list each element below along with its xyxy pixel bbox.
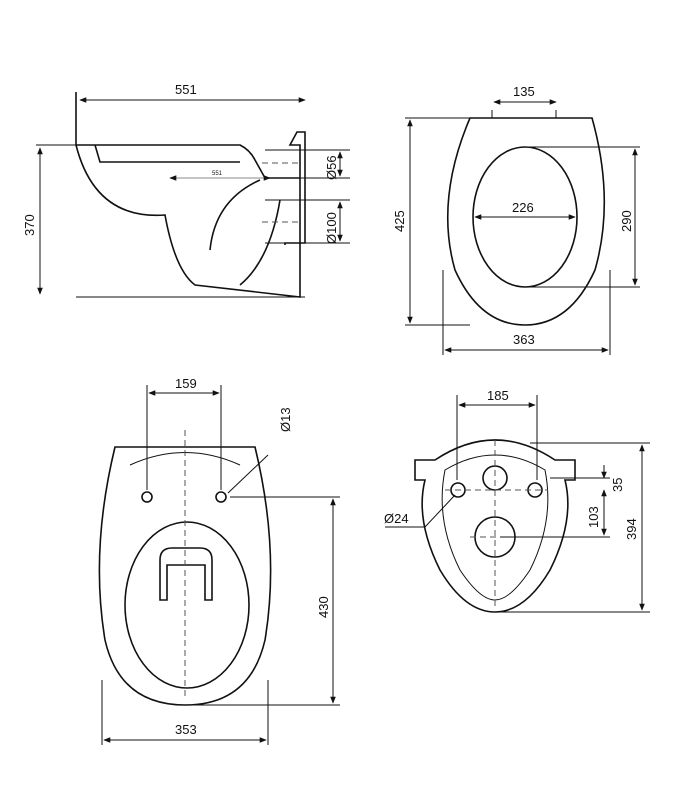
dim-bolt-hole: Ø24	[384, 511, 409, 526]
dim-mounting-spacing: 159	[175, 376, 197, 391]
dim-width: 353	[175, 722, 197, 737]
dim-hinge-spacing: 135	[513, 84, 535, 99]
dim-height: 370	[22, 214, 37, 236]
dim-depth-from-holes: 430	[316, 596, 331, 618]
dim-width: 363	[513, 332, 535, 347]
dim-mounting-hole: Ø13	[278, 407, 293, 432]
top-view: 159 Ø13 430 353	[98, 376, 340, 745]
dim-opening-width: 226	[512, 200, 534, 215]
dim-height: 394	[624, 518, 639, 540]
dim-inner-depth: 551	[212, 171, 223, 177]
back-view: 185 35 103 394 Ø24	[384, 388, 650, 613]
dim-length: 425	[392, 210, 407, 232]
dim-width: 551	[175, 82, 197, 97]
side-view: 551 370 551 Ø56 Ø100	[22, 82, 350, 298]
seat-view: 135 425 226 290 363	[392, 84, 640, 355]
dim-bolt-offset: 35	[610, 478, 625, 492]
dim-opening-length: 290	[619, 210, 634, 232]
dim-outlet-offset: 103	[586, 506, 601, 528]
dim-bolt-spacing: 185	[487, 388, 509, 403]
dim-outlet-diameter: Ø100	[324, 212, 339, 244]
dim-inlet-diameter: Ø56	[324, 155, 339, 180]
